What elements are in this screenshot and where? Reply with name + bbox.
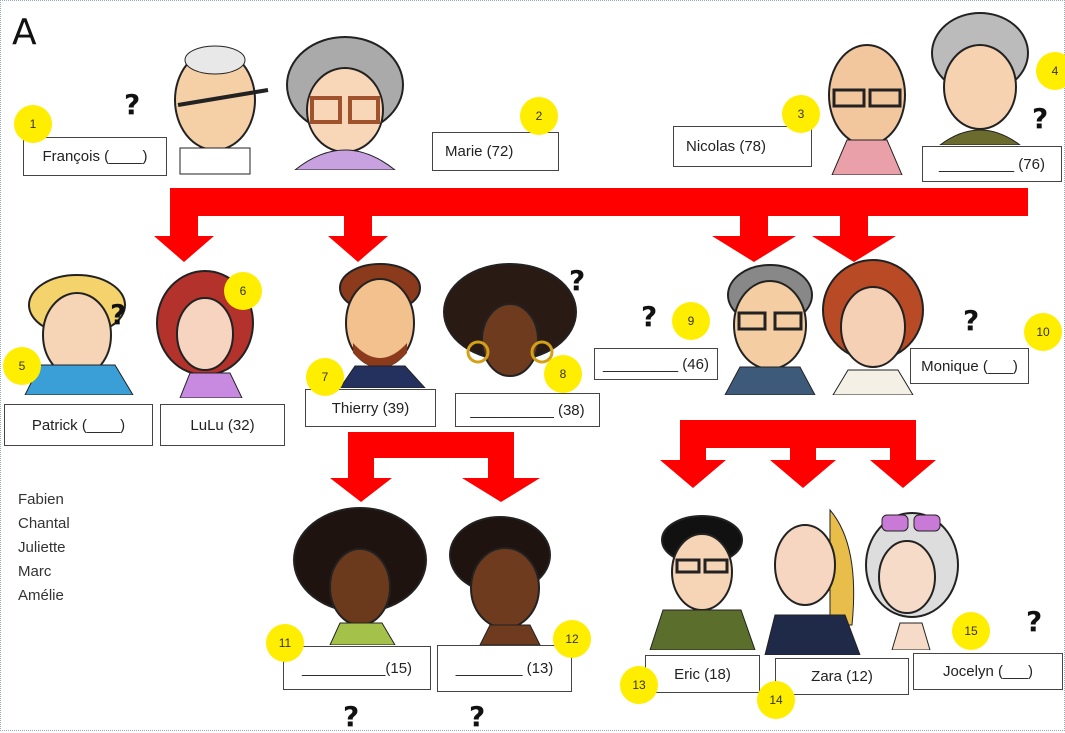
section-letter: A [12,12,37,53]
number-badge-3: 3 [782,95,820,133]
number-badge-1: 1 [14,105,52,143]
label-person-11: __________(15) [283,646,431,690]
name-bank-item: Fabien [18,491,64,508]
question-mark-4: ? [1032,102,1049,135]
number-badge-14: 14 [757,681,795,719]
number-badge-11: 11 [266,624,304,662]
portrait-zara [764,508,861,655]
label-person-3: Nicolas (78) [673,126,812,167]
portrait-patrick [24,274,134,395]
label-person-6: LuLu (32) [160,404,285,446]
question-mark-1: ? [124,88,141,121]
portrait-francois [174,45,269,175]
number-badge-9: 9 [672,302,710,340]
portrait-marie [286,36,404,170]
number-badge-8: 8 [544,355,582,393]
question-mark-15: ? [1026,605,1043,638]
name-bank-item: Amélie [18,587,64,604]
label-person-12: ________ (13) [437,645,572,692]
label-person-14: Zara (12) [775,658,909,695]
number-badge-4: 4 [1036,52,1065,90]
label-person-10: Monique (___) [910,348,1029,384]
number-badge-2: 2 [520,97,558,135]
question-mark-10: ? [963,304,980,337]
label-person-1: François (____) [23,137,167,176]
portrait-person-8 [443,263,577,377]
question-mark-12: ? [469,700,486,733]
number-badge-13: 13 [620,666,658,704]
portrait-eric [649,515,756,650]
number-badge-5: 5 [3,347,41,385]
portrait-person-12 [449,516,551,645]
number-badge-7: 7 [306,358,344,396]
label-person-13: Eric (18) [645,655,760,693]
question-mark-9: ? [641,300,658,333]
number-badge-12: 12 [553,620,591,658]
number-badge-15: 15 [952,612,990,650]
label-person-5: Patrick (____) [4,404,153,446]
label-person-2: Marie (72) [432,132,559,171]
portrait-person-9 [724,264,816,395]
label-person-4: _________ (76) [922,146,1062,182]
portrait-monique [822,259,924,395]
name-bank-item: Juliette [18,539,66,556]
name-bank-item: Marc [18,563,52,580]
number-badge-10: 10 [1024,313,1062,351]
name-bank: Fabien Chantal Juliette Marc Amélie [18,488,70,608]
question-mark-8: ? [569,264,586,297]
portrait-jocelyn [865,512,959,650]
number-badge-6: 6 [224,272,262,310]
question-mark-11: ? [343,700,360,733]
portrait-nicolas [828,44,906,175]
label-person-15: Jocelyn (___) [913,653,1063,690]
label-person-8: __________ (38) [455,393,600,427]
question-mark-5: ? [110,298,127,331]
name-bank-item: Chantal [18,515,70,532]
portrait-thierry [339,263,426,388]
portrait-grandma-4 [931,12,1029,145]
portrait-person-11 [293,507,427,645]
label-person-9: _________ (46) [594,348,718,380]
